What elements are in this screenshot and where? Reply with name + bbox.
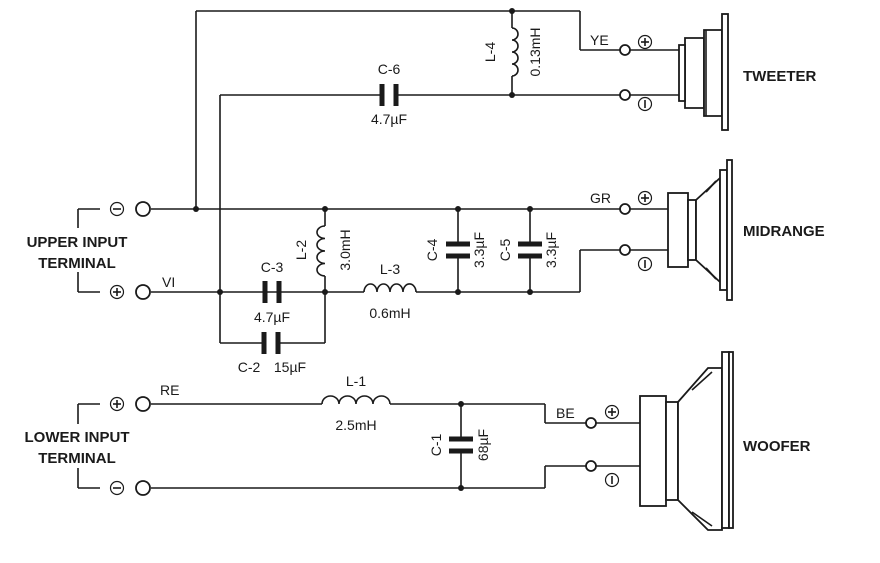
l4-ref: L-4	[482, 42, 498, 62]
c2-value: 15µF	[274, 359, 306, 375]
midrange-pos-terminal[interactable]	[619, 203, 631, 215]
c5-value: 3.3µF	[543, 232, 559, 268]
upper-pos-terminal[interactable]	[135, 284, 151, 300]
lower-neg-terminal[interactable]	[135, 480, 151, 496]
upper-input-subtitle: TERMINAL	[38, 255, 116, 272]
upper-input-tag: VI	[162, 274, 175, 290]
upper-input-terminal: UPPER INPUT TERMINAL VI	[27, 201, 175, 300]
capacitor-c6: C-6 4.7µF	[371, 61, 407, 127]
midrange-speaker: GR MIDRANGE	[590, 159, 825, 301]
lower-input-subtitle: TERMINAL	[38, 450, 116, 467]
c4-value: 3.3µF	[471, 232, 487, 268]
woofer-label: WOOFER	[743, 438, 811, 455]
wiring	[77, 10, 685, 489]
capacitor-c5: C-5 3.3µF	[497, 232, 559, 268]
lower-pos-terminal[interactable]	[135, 396, 151, 412]
l1-ref: L-1	[346, 373, 366, 389]
inductor-l1: L-1 2.5mH	[321, 373, 391, 433]
l3-ref: L-3	[380, 261, 400, 277]
junction-dots	[193, 8, 533, 491]
inductor-l3: L-3 0.6mH	[363, 261, 417, 321]
tweeter-neg-terminal[interactable]	[619, 89, 631, 101]
midrange-tag: GR	[590, 190, 611, 206]
midrange-neg-terminal[interactable]	[619, 244, 631, 256]
c3-ref: C-3	[261, 259, 284, 275]
l4-value: 0.13mH	[527, 27, 543, 76]
l2-value: 3.0mH	[337, 229, 353, 270]
tweeter-tag: YE	[590, 32, 609, 48]
capacitor-c1: C-1 68µF	[428, 429, 491, 461]
inductor-l4: L-4 0.13mH	[482, 27, 543, 77]
capacitor-c2: C-2 15µF	[238, 332, 306, 375]
lower-input-terminal: LOWER INPUT TERMINAL RE	[25, 382, 179, 496]
c1-value: 68µF	[475, 429, 491, 461]
midrange-label: MIDRANGE	[743, 223, 825, 240]
woofer-speaker: BE WOOFER	[556, 351, 811, 531]
capacitor-c4: C-4 3.3µF	[424, 232, 487, 268]
tweeter-label: TWEETER	[743, 68, 816, 85]
capacitor-c3: C-3 4.7µF	[254, 259, 290, 325]
c2-ref: C-2	[238, 359, 261, 375]
tweeter-speaker: YE TWEETER	[590, 13, 816, 131]
c1-ref: C-1	[428, 434, 444, 457]
l3-value: 0.6mH	[369, 305, 410, 321]
c6-ref: C-6	[378, 61, 401, 77]
l1-value: 2.5mH	[335, 417, 376, 433]
lower-input-tag: RE	[160, 382, 179, 398]
c6-value: 4.7µF	[371, 111, 407, 127]
woofer-tag: BE	[556, 405, 575, 421]
c4-ref: C-4	[424, 239, 440, 262]
c3-value: 4.7µF	[254, 309, 290, 325]
woofer-pos-terminal[interactable]	[585, 417, 597, 429]
c5-ref: C-5	[497, 239, 513, 262]
upper-input-title: UPPER INPUT	[27, 234, 128, 251]
tweeter-pos-terminal[interactable]	[619, 44, 631, 56]
l2-ref: L-2	[293, 240, 309, 260]
upper-neg-terminal[interactable]	[135, 201, 151, 217]
inductor-l2: L-2 3.0mH	[293, 225, 353, 277]
lower-input-title: LOWER INPUT	[25, 429, 130, 446]
woofer-neg-terminal[interactable]	[585, 460, 597, 472]
